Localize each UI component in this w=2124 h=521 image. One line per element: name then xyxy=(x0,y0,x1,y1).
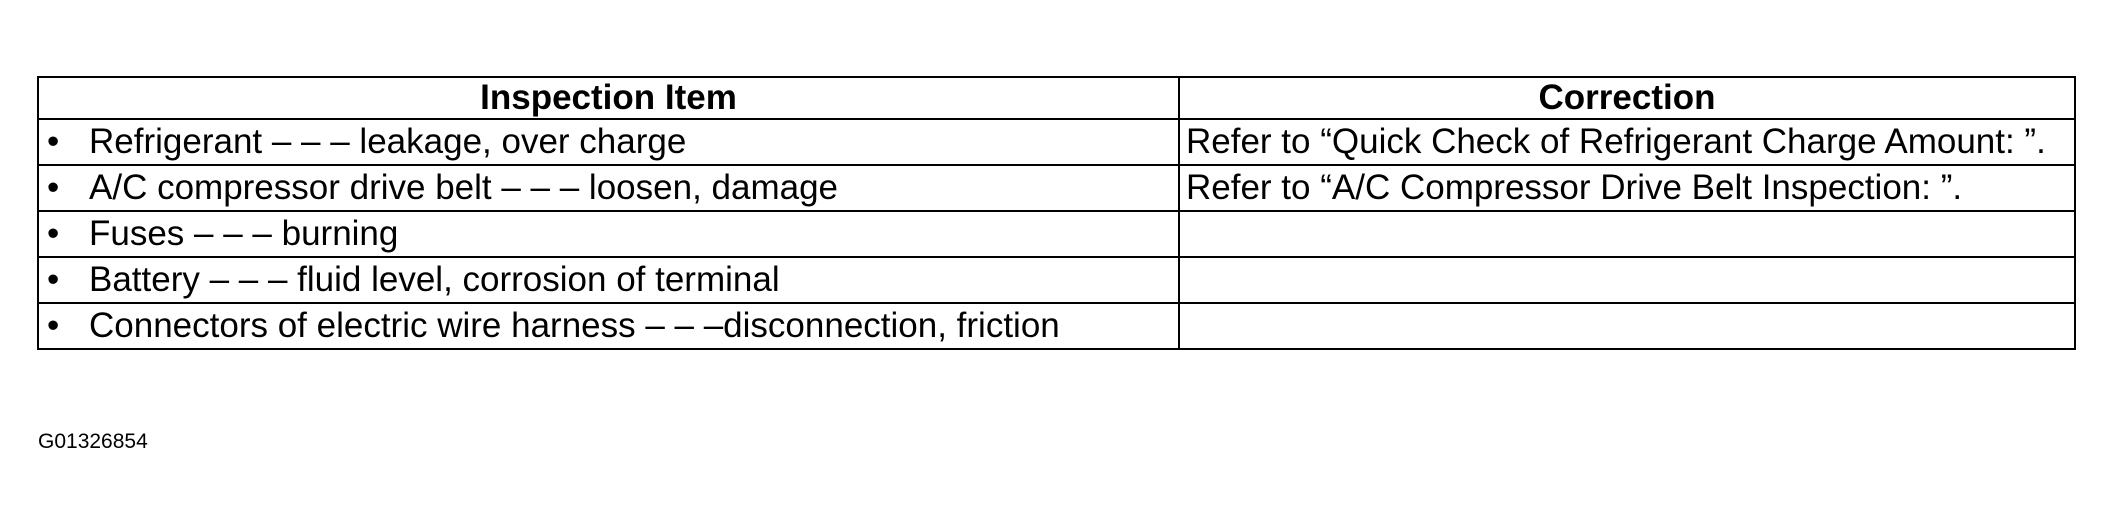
table-row: • Battery – – – fluid level, corrosion of… xyxy=(37,256,2076,304)
bullet-icon: • xyxy=(47,168,60,207)
bullet-icon: • xyxy=(47,214,60,253)
inspection-item-cell: • A/C compressor drive belt – – – loosen,… xyxy=(37,164,1180,212)
inspection-item-text: Battery – – – fluid level, corrosion of … xyxy=(89,260,780,299)
inspection-item-text: A/C compressor drive belt – – – loosen, … xyxy=(89,168,838,207)
bullet-icon: • xyxy=(47,306,60,345)
table-row: • A/C compressor drive belt – – – loosen,… xyxy=(37,164,2076,212)
inspection-item-cell: • Connectors of electric wire harness – –… xyxy=(37,302,1180,350)
table-header-row: Inspection Item Correction xyxy=(37,76,2076,120)
inspection-item-text: Connectors of electric wire harness – – … xyxy=(89,306,1060,345)
correction-cell xyxy=(1178,210,2076,258)
correction-cell xyxy=(1178,302,2076,350)
inspection-item-text: Refrigerant – – – leakage, over charge xyxy=(89,122,687,161)
inspection-item-cell: • Refrigerant – – – leakage, over charge xyxy=(37,118,1180,166)
header-correction: Correction xyxy=(1178,76,2076,120)
inspection-item-text: Fuses – – – burning xyxy=(89,214,399,253)
inspection-item-cell: • Battery – – – fluid level, corrosion of… xyxy=(37,256,1180,304)
bullet-icon: • xyxy=(47,122,60,161)
table-row: • Fuses – – – burning xyxy=(37,210,2076,258)
bullet-icon: • xyxy=(47,260,60,299)
correction-cell: Refer to “A/C Compressor Drive Belt Insp… xyxy=(1178,164,2076,212)
correction-cell: Refer to “Quick Check of Refrigerant Cha… xyxy=(1178,118,2076,166)
inspection-item-cell: • Fuses – – – burning xyxy=(37,210,1180,258)
header-inspection-item: Inspection Item xyxy=(37,76,1180,120)
inspection-table: Inspection Item Correction • Refrigerant … xyxy=(37,76,2076,350)
table-row: • Connectors of electric wire harness – –… xyxy=(37,302,2076,350)
figure-id: G01326854 xyxy=(38,430,148,453)
table-row: •Refrigerant – – – leakage, over charge … xyxy=(37,118,2076,166)
correction-cell xyxy=(1178,256,2076,304)
